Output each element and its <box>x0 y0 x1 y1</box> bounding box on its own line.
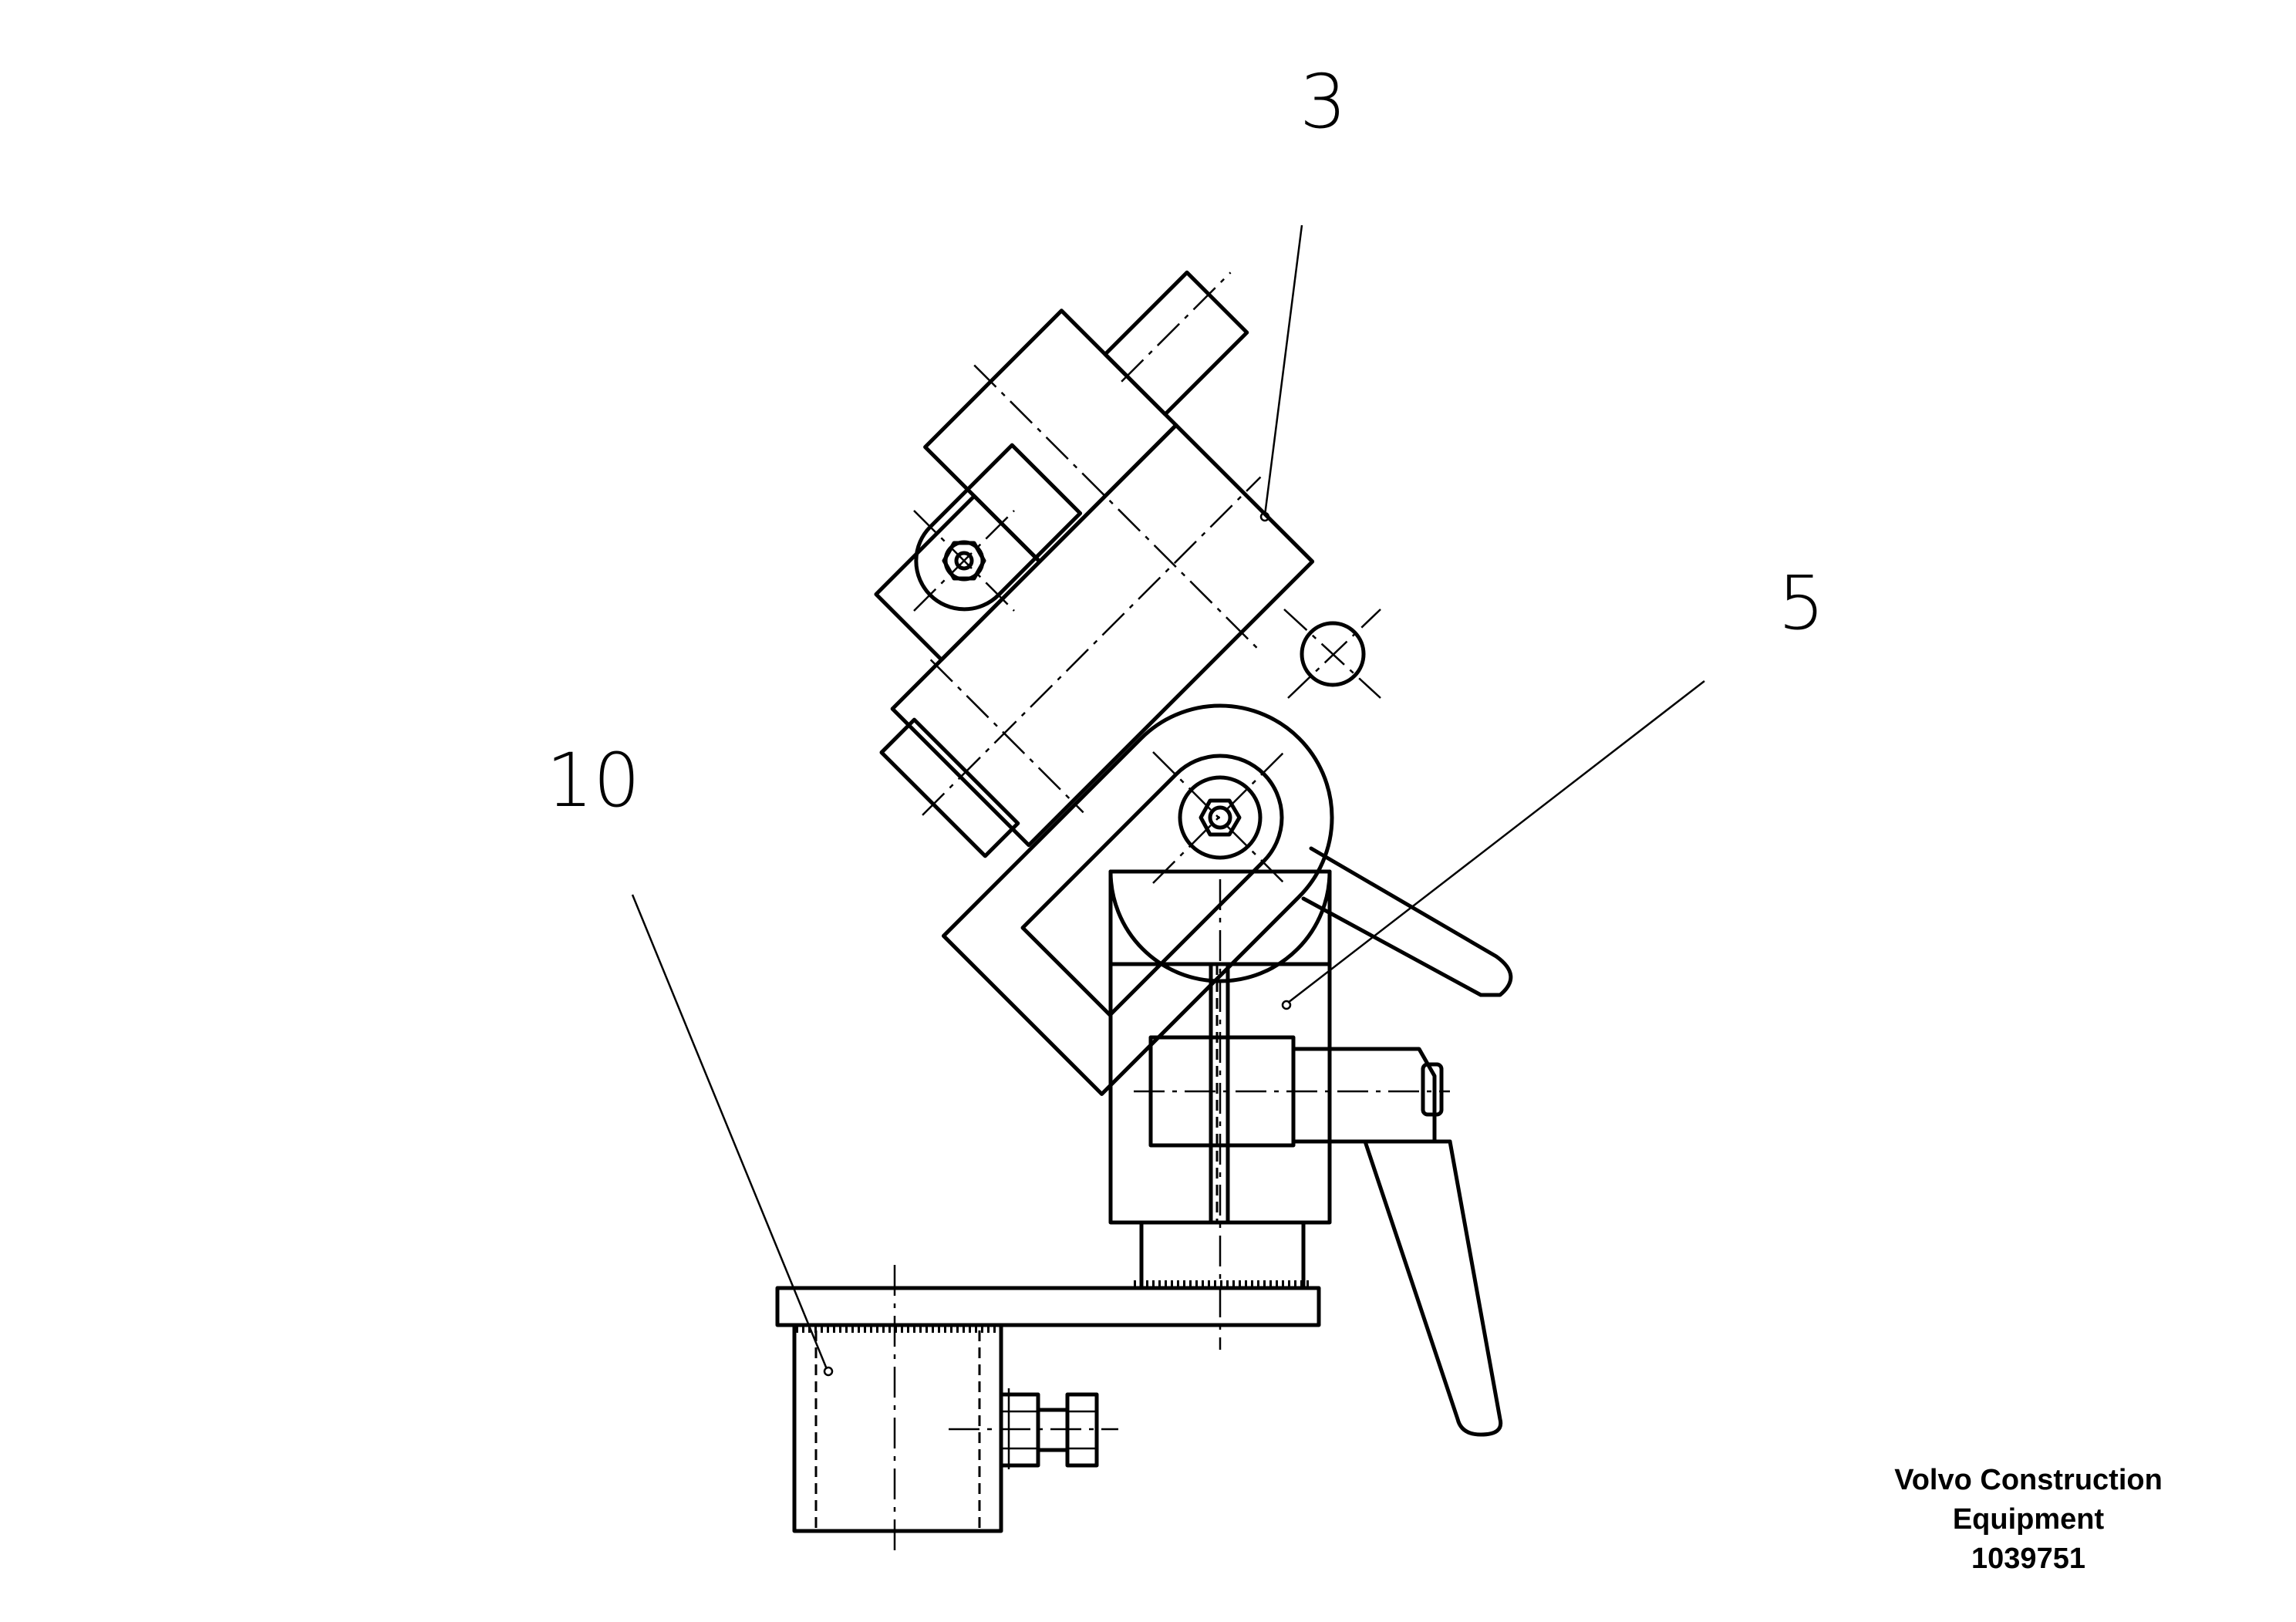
yoke-outline <box>941 703 1334 1097</box>
callout-5: 5 <box>1778 560 1825 646</box>
caption-block: Volvo Construction Equipment 1039751 <box>1851 1461 2206 1579</box>
upper-lever <box>1301 846 1513 997</box>
pivot-washer <box>1178 775 1263 860</box>
clamp-nut-block <box>1148 1035 1296 1148</box>
clamp-head-cap-right <box>923 309 1178 564</box>
swivel-arm <box>941 703 1513 1097</box>
callout-10: 10 <box>546 737 640 824</box>
clamp-slot <box>1209 962 1230 1225</box>
lock-nut-washer <box>943 540 985 582</box>
lever-arm <box>1291 1047 1437 1144</box>
base-plate <box>775 1286 1321 1327</box>
caption-company: Volvo Construction <box>1894 1464 2163 1496</box>
clamp-block <box>1108 869 1503 1437</box>
lever-pin <box>1421 1062 1444 1117</box>
collar <box>1134 1220 1311 1289</box>
clamp-head <box>874 270 1381 858</box>
collar-body <box>1139 1220 1306 1289</box>
lever-handle <box>1363 1139 1503 1437</box>
leader-dot-10 <box>823 1366 834 1377</box>
screw-tip <box>1300 621 1366 687</box>
leader-dot-5 <box>1281 1000 1292 1010</box>
clamp-head-screw-block <box>1103 270 1249 416</box>
leader-line-3 <box>1263 224 1303 516</box>
base-tube <box>792 1323 1003 1533</box>
pivot-bolt <box>1208 805 1232 830</box>
leader-lines <box>631 224 1705 1377</box>
leader-line-5 <box>1287 680 1705 1003</box>
caption-company-line2: Equipment <box>1952 1503 2105 1536</box>
clamp-head-centerline <box>922 476 1262 816</box>
leader-line-10 <box>631 894 828 1370</box>
pivot-nut <box>1199 798 1242 837</box>
lock-lug <box>914 443 1083 612</box>
lock-bolt <box>954 551 974 571</box>
callout-3: 3 <box>1300 59 1347 145</box>
caption-drawing-number: 1039751 <box>1971 1543 2085 1575</box>
base-assembly <box>775 1265 1321 1558</box>
swivel-knuckle <box>1108 869 1332 983</box>
yoke-inner <box>1020 754 1284 1017</box>
